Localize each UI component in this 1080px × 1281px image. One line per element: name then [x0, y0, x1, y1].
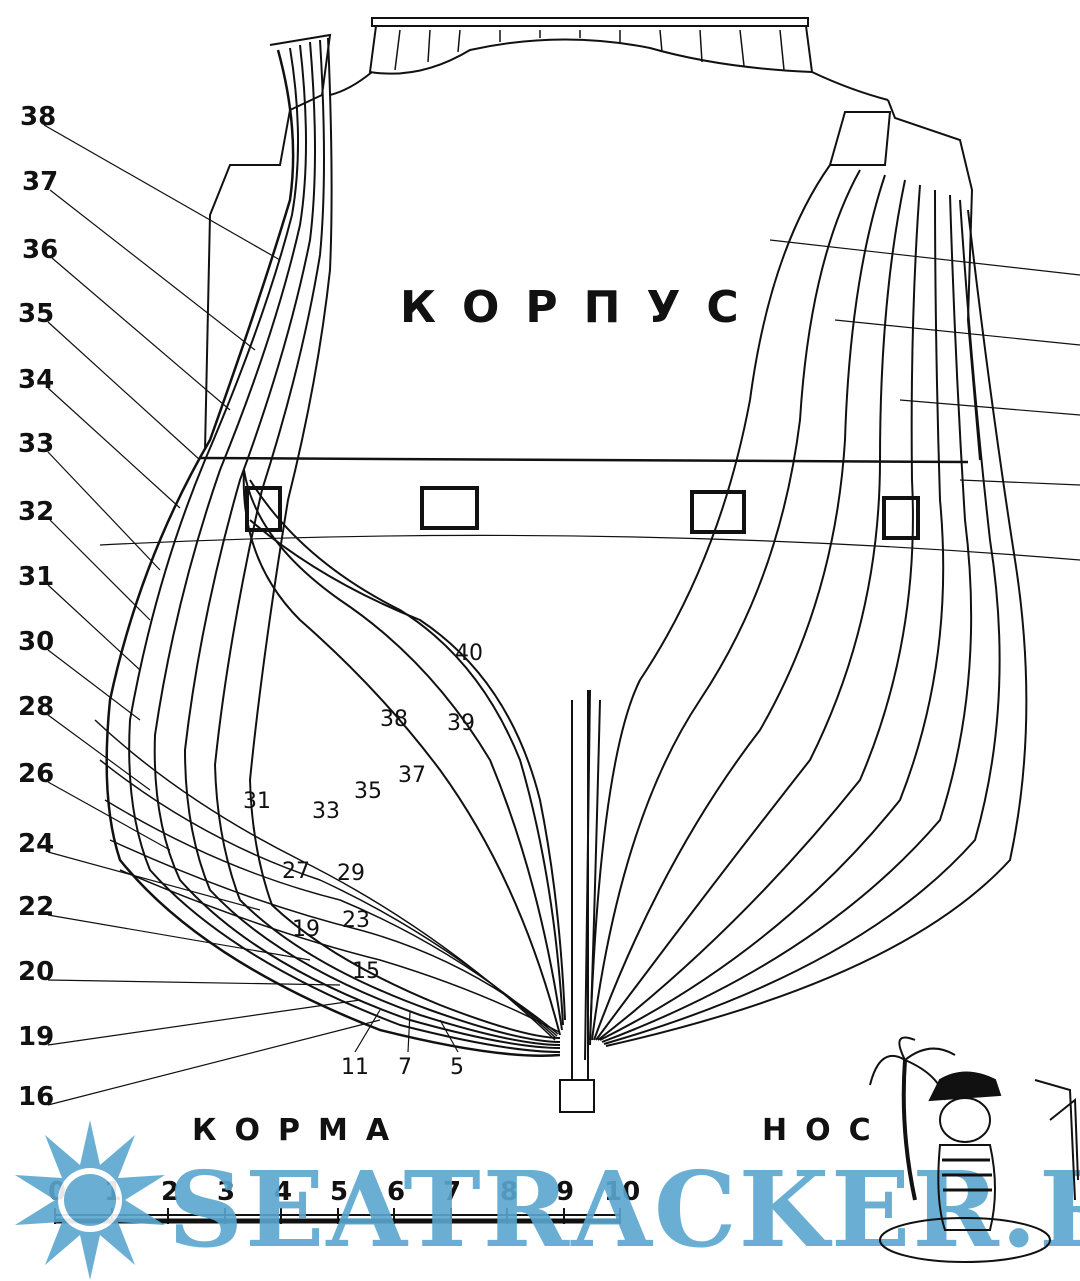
frame-number: 7 — [398, 1055, 412, 1080]
frame-number: 15 — [352, 959, 380, 984]
frame-number: 31 — [243, 789, 271, 814]
transom — [329, 17, 889, 101]
frame-number: 16 — [18, 1082, 54, 1112]
frame-number: 19 — [18, 1022, 54, 1052]
deck-and-gunports — [99, 239, 1080, 561]
frame-number: 30 — [18, 627, 54, 657]
frame-number: 19 — [292, 917, 320, 942]
frame-number: 22 — [18, 892, 54, 922]
frame-number: 35 — [354, 779, 382, 804]
frame-number: 5 — [450, 1055, 464, 1080]
watermark-sun-icon — [15, 1120, 165, 1280]
frame-number: 36 — [22, 235, 58, 265]
keel — [559, 690, 595, 1113]
frame-number: 20 — [18, 957, 54, 987]
frame-number: 35 — [18, 299, 54, 329]
frame-number: 24 — [18, 829, 54, 859]
frame-number: 28 — [18, 692, 54, 722]
inner-frame-numbers: 40 39 38 37 35 33 31 29 27 23 19 15 11 7… — [243, 641, 483, 1080]
scale-tick-label: 9 — [556, 1177, 574, 1207]
scale-tick-label: 3 — [217, 1177, 235, 1207]
left-frame-numbers: 38 37 36 35 34 33 32 31 30 28 26 24 22 2… — [18, 102, 58, 1112]
scale-tick-label: 4 — [274, 1177, 292, 1207]
frame-number: 38 — [20, 102, 56, 132]
bow-label: НОС — [762, 1113, 889, 1148]
frame-number: 37 — [22, 167, 58, 197]
frame-number: 37 — [398, 763, 426, 788]
frame-number: 23 — [342, 908, 370, 933]
frame-number: 34 — [18, 365, 54, 395]
frame-number: 32 — [18, 497, 54, 527]
stern-half-frames — [94, 33, 566, 1057]
inner-leader-lines — [354, 1009, 459, 1053]
scale-tick-label: 10 — [604, 1177, 640, 1207]
scale-tick-label: 7 — [443, 1177, 461, 1207]
scale-tick-label: 8 — [500, 1177, 518, 1207]
leader-lines — [43, 124, 381, 1106]
frame-number: 26 — [18, 759, 54, 789]
frame-number: 29 — [337, 861, 365, 886]
frame-number: 33 — [18, 429, 54, 459]
watermark-text: SEATRACKER.RU — [168, 1148, 1080, 1271]
frame-number: 11 — [341, 1055, 369, 1080]
frame-number: 27 — [282, 859, 310, 884]
scale-tick-label: 6 — [387, 1177, 405, 1207]
frame-number: 33 — [312, 799, 340, 824]
stern-label: КОРМА — [192, 1113, 407, 1148]
scale-tick-label: 5 — [330, 1177, 348, 1207]
scale-tick-label: 2 — [161, 1177, 179, 1207]
pirate-cartoon-icon — [869, 1036, 1079, 1263]
frame-number: 40 — [455, 641, 483, 666]
frame-number: 38 — [380, 707, 408, 732]
frame-number: 39 — [447, 711, 475, 736]
title-korpus: КОРПУС — [400, 282, 765, 333]
frame-number: 31 — [18, 562, 54, 592]
